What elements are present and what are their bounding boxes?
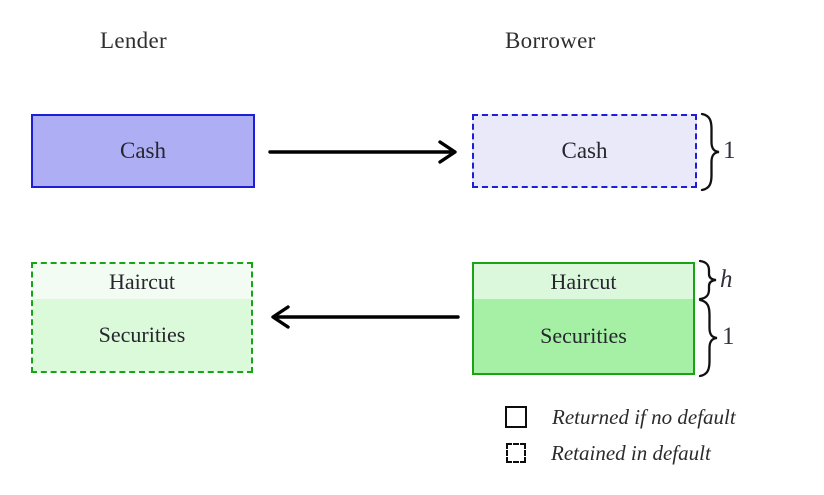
legend-returned-label: Returned if no default: [552, 404, 736, 429]
borrower-securities-section: Securities: [474, 299, 693, 373]
securities-flow-left-arrow: [271, 305, 460, 329]
lender-securities-section: Securities: [33, 299, 251, 371]
borrower-cash-label: Cash: [561, 138, 608, 163]
cash-brace: [700, 112, 720, 192]
legend: Returned if no default Retained in defau…: [505, 402, 736, 474]
haircut-amount-label: h: [720, 266, 733, 293]
lender-haircut-section: Haircut: [33, 264, 251, 299]
securities-brace: [698, 298, 718, 378]
borrower-haircut-section: Haircut: [474, 264, 693, 299]
lender-cash-label: Cash: [120, 138, 166, 163]
borrower-collateral-box: Haircut Securities: [472, 262, 695, 375]
borrower-cash-box: Cash: [472, 114, 697, 188]
legend-retained-label: Retained in default: [551, 440, 711, 465]
lender-collateral-box: Haircut Securities: [31, 262, 253, 373]
lender-cash-box: Cash: [31, 114, 255, 188]
cash-flow-right-arrow: [268, 140, 457, 164]
legend-row-retained: Retained in default: [505, 438, 736, 468]
securities-amount-label: 1: [722, 323, 735, 350]
dashed-square-icon: [506, 443, 526, 463]
haircut-brace: [698, 259, 717, 301]
legend-row-returned: Returned if no default: [505, 402, 736, 432]
solid-square-icon: [505, 406, 527, 428]
cash-amount-label: 1: [723, 137, 736, 164]
borrower-column-label: Borrower: [505, 28, 596, 53]
lender-column-label: Lender: [100, 28, 167, 53]
